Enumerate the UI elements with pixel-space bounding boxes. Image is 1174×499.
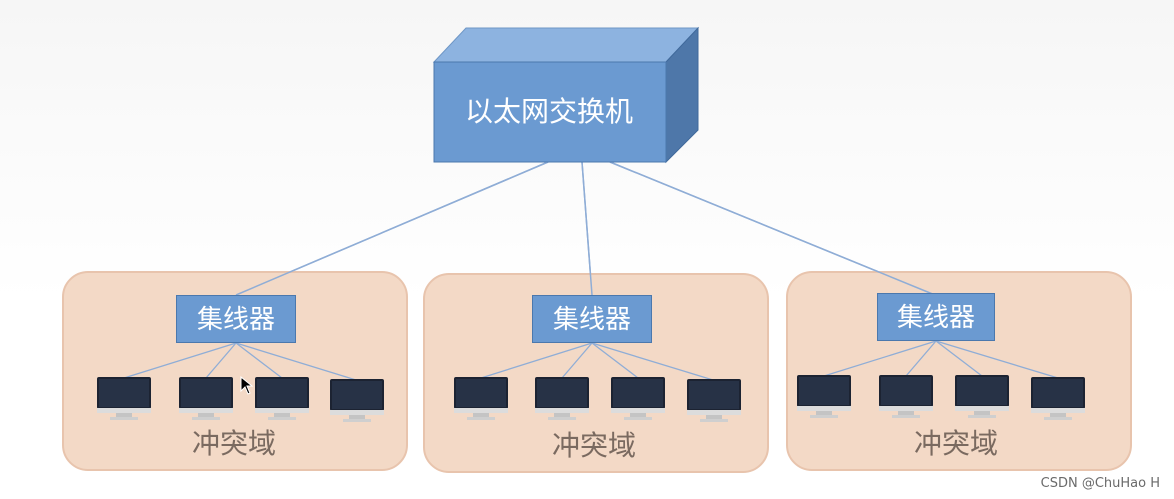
- host-computer-icon: [97, 377, 151, 423]
- host-computer-icon: [879, 375, 933, 421]
- hub-3: 集线器: [877, 293, 995, 341]
- mouse-pointer-icon: [240, 376, 254, 395]
- host-computer-icon: [535, 377, 589, 423]
- collision-domain-label: 冲突域: [191, 427, 276, 460]
- collision-domain-label: 冲突域: [913, 427, 998, 460]
- host-computer-icon: [454, 377, 508, 423]
- hub-2: 集线器: [532, 295, 652, 343]
- switch-front-face: [433, 61, 667, 163]
- host-computer-icon: [179, 377, 233, 423]
- host-computer-icon: [797, 375, 851, 421]
- hub-1: 集线器: [176, 295, 296, 343]
- host-computer-icon: [1031, 377, 1085, 423]
- host-computer-icon: [611, 377, 665, 423]
- host-computer-icon: [330, 379, 384, 425]
- switch-label: 以太网交换机: [464, 95, 633, 128]
- collision-domain-label: 冲突域: [551, 429, 636, 462]
- host-computer-icon: [687, 379, 741, 425]
- watermark: CSDN @ChuHao H: [1040, 476, 1160, 491]
- host-computer-icon: [255, 377, 309, 423]
- switch-top-face: [432, 27, 700, 63]
- host-computer-icon: [955, 375, 1009, 421]
